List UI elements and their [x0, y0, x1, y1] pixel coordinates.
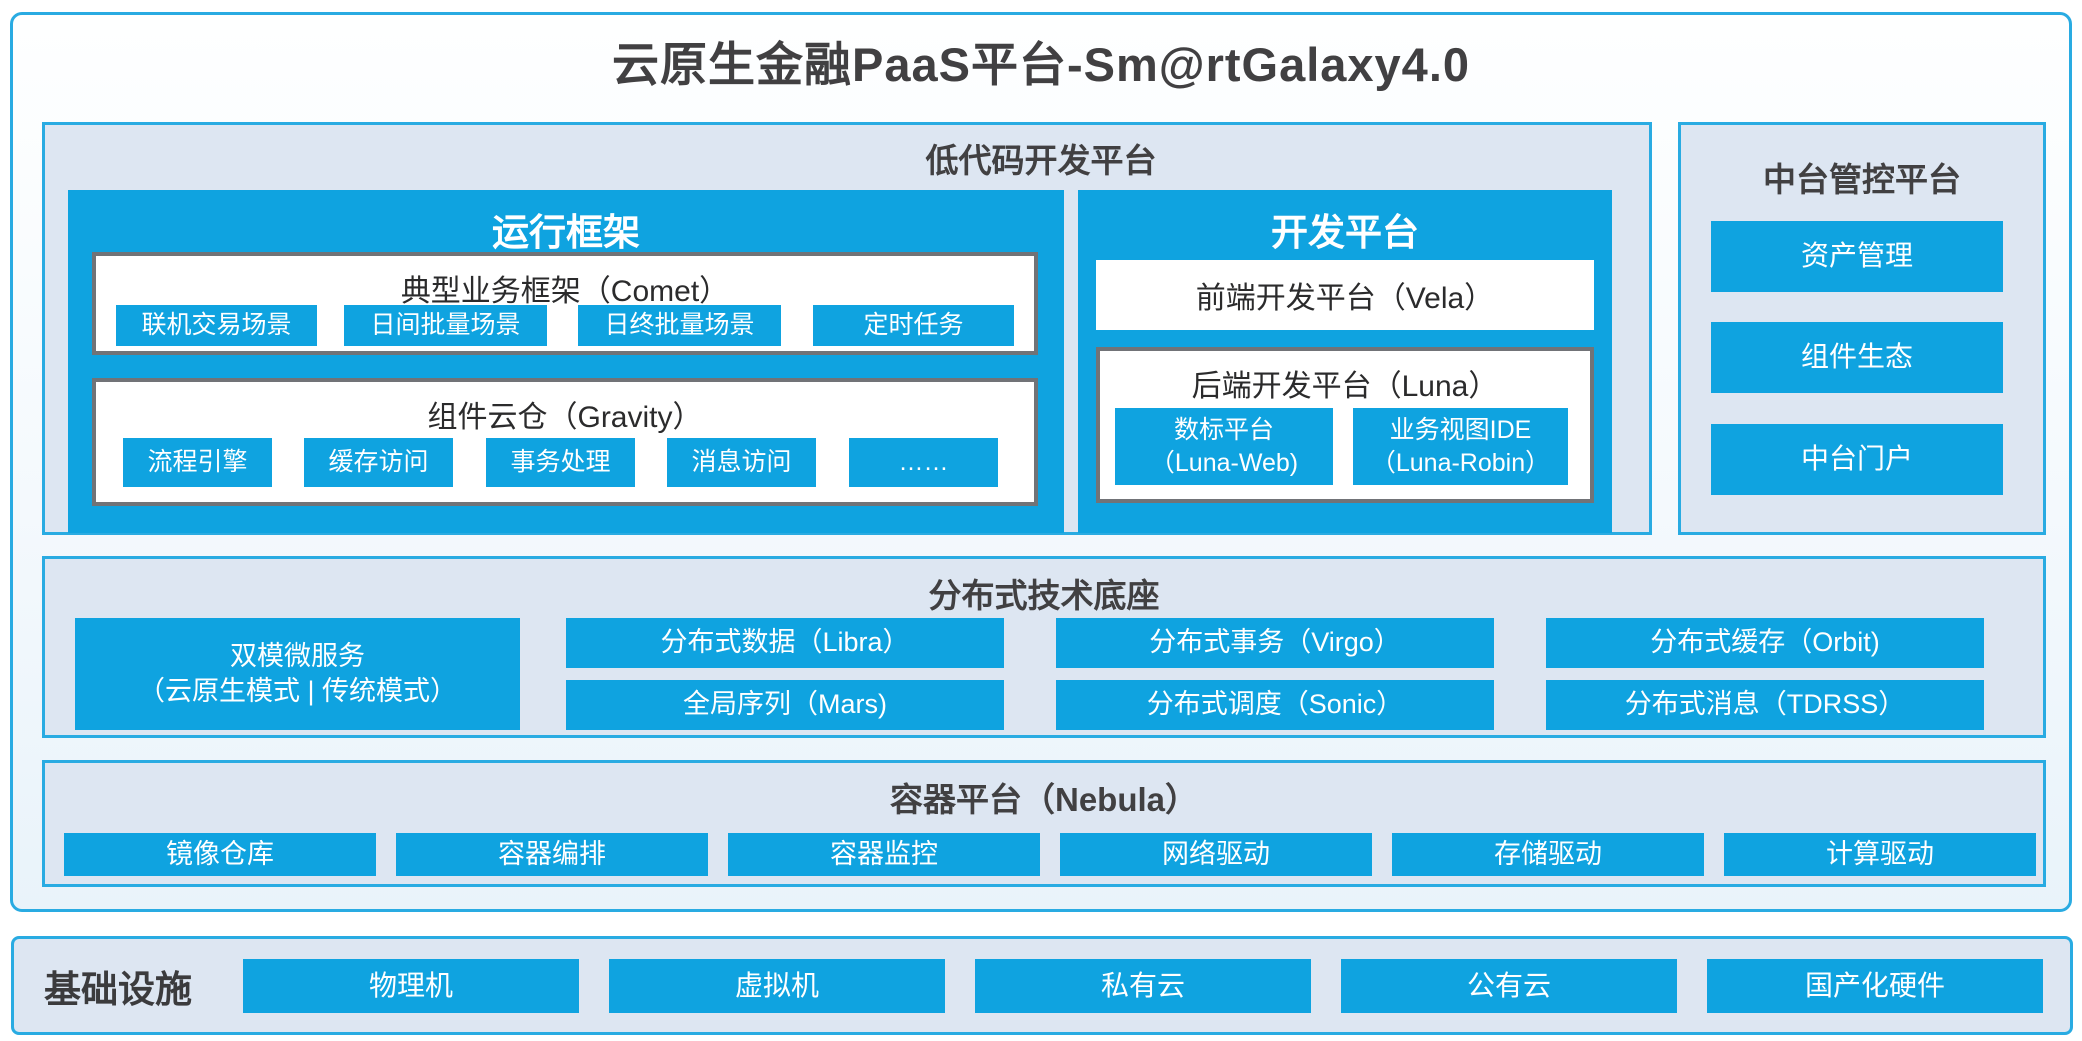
- infra-chip: 虚拟机: [609, 959, 945, 1013]
- gravity-chip-ellipsis: ……: [849, 438, 998, 487]
- luna-web-line2: （Luna-Web): [1149, 448, 1299, 477]
- dev-platform-title: 开发平台: [1271, 212, 1419, 253]
- gravity-chip: 事务处理: [486, 438, 635, 487]
- comet-box: 典型业务框架（Comet） 联机交易场景 日间批量场景 日终批量场景 定时任务: [92, 252, 1038, 355]
- container-platform-label: 容器平台（Nebula）: [889, 781, 1199, 818]
- page-title: 云原生金融PaaS平台-Sm@rtGalaxy4.0: [611, 38, 1471, 91]
- container-chip: 计算驱动: [1724, 833, 2036, 876]
- container-chip: 镜像仓库: [64, 833, 376, 876]
- gravity-chip: 缓存访问: [304, 438, 453, 487]
- container-chip: 容器编排: [396, 833, 708, 876]
- section-infrastructure: 基础设施 物理机 虚拟机 私有云 公有云 国产化硬件: [11, 936, 2073, 1035]
- gravity-box: 组件云仓（Gravity） 流程引擎 缓存访问 事务处理 消息访问 ……: [92, 378, 1038, 506]
- dist-chip: 全局序列（Mars): [566, 680, 1004, 730]
- dual-mode-line2: （云原生模式 | 传统模式）: [137, 676, 458, 706]
- runtime-framework-title: 运行框架: [492, 212, 640, 253]
- section-mgmt-platform: 中台管控平台 资产管理 组件生态 中台门户: [1678, 122, 2046, 535]
- luna-title: 后端开发平台（Luna）: [1191, 370, 1499, 403]
- section-distributed-base: 分布式技术底座 双模微服务 （云原生模式 | 传统模式） 分布式数据（Libra…: [42, 556, 2046, 738]
- comet-chip: 日终批量场景: [578, 305, 781, 346]
- mgmt-button: 中台门户: [1711, 424, 2003, 495]
- section-container-platform: 容器平台（Nebula） 镜像仓库 容器编排 容器监控 网络驱动 存储驱动 计算…: [42, 760, 2046, 887]
- container-chip: 网络驱动: [1060, 833, 1372, 876]
- dual-mode-microservice-box: 双模微服务 （云原生模式 | 传统模式）: [75, 618, 520, 730]
- mgmt-button: 资产管理: [1711, 221, 2003, 292]
- dual-mode-line1: 双模微服务: [230, 640, 365, 671]
- infrastructure-label: 基础设施: [44, 968, 192, 1010]
- gravity-chip: 流程引擎: [123, 438, 272, 487]
- dist-chip: 分布式数据（Libra）: [566, 618, 1004, 668]
- infra-chip: 公有云: [1341, 959, 1677, 1013]
- container-chip: 容器监控: [728, 833, 1040, 876]
- infra-chip: 私有云: [975, 959, 1311, 1013]
- container-chip: 存储驱动: [1392, 833, 1704, 876]
- dist-chip: 分布式缓存（Orbit): [1546, 618, 1984, 668]
- dist-chip: 分布式事务（Virgo）: [1056, 618, 1494, 668]
- comet-title: 典型业务框架（Comet）: [400, 275, 730, 308]
- mgmt-button: 组件生态: [1711, 322, 2003, 393]
- luna-robin-line1: 业务视图IDE: [1389, 416, 1532, 444]
- luna-web-chip: 数标平台 （Luna-Web): [1115, 408, 1333, 485]
- luna-robin-line2: （Luna-Robin）: [1370, 448, 1551, 477]
- gravity-title: 组件云仓（Gravity）: [427, 401, 703, 434]
- dev-platform-box: 开发平台 前端开发平台（Vela） 后端开发平台（Luna） 数标平台 （Lun…: [1078, 190, 1612, 533]
- luna-box: 后端开发平台（Luna） 数标平台 （Luna-Web) 业务视图IDE （Lu…: [1096, 347, 1594, 503]
- runtime-framework-box: 运行框架 典型业务框架（Comet） 联机交易场景 日间批量场景 日终批量场景 …: [68, 190, 1064, 533]
- vela-box: 前端开发平台（Vela）: [1096, 260, 1594, 330]
- comet-chip: 日间批量场景: [344, 305, 547, 346]
- distributed-base-label: 分布式技术底座: [928, 577, 1160, 614]
- gravity-chip: 消息访问: [667, 438, 816, 487]
- comet-chip: 定时任务: [813, 305, 1014, 346]
- dist-chip: 分布式调度（Sonic）: [1056, 680, 1494, 730]
- infra-chip: 物理机: [243, 959, 579, 1013]
- luna-web-line1: 数标平台: [1173, 416, 1274, 444]
- comet-chip: 联机交易场景: [116, 305, 317, 346]
- section-lowcode-platform: 运行框架 典型业务框架（Comet） 联机交易场景 日间批量场景 日终批量场景 …: [42, 122, 1652, 535]
- infra-chip: 国产化硬件: [1707, 959, 2043, 1013]
- mgmt-platform-label: 中台管控平台: [1763, 161, 1961, 198]
- dist-chip: 分布式消息（TDRSS）: [1546, 680, 1984, 730]
- luna-robin-chip: 业务视图IDE （Luna-Robin）: [1353, 408, 1568, 485]
